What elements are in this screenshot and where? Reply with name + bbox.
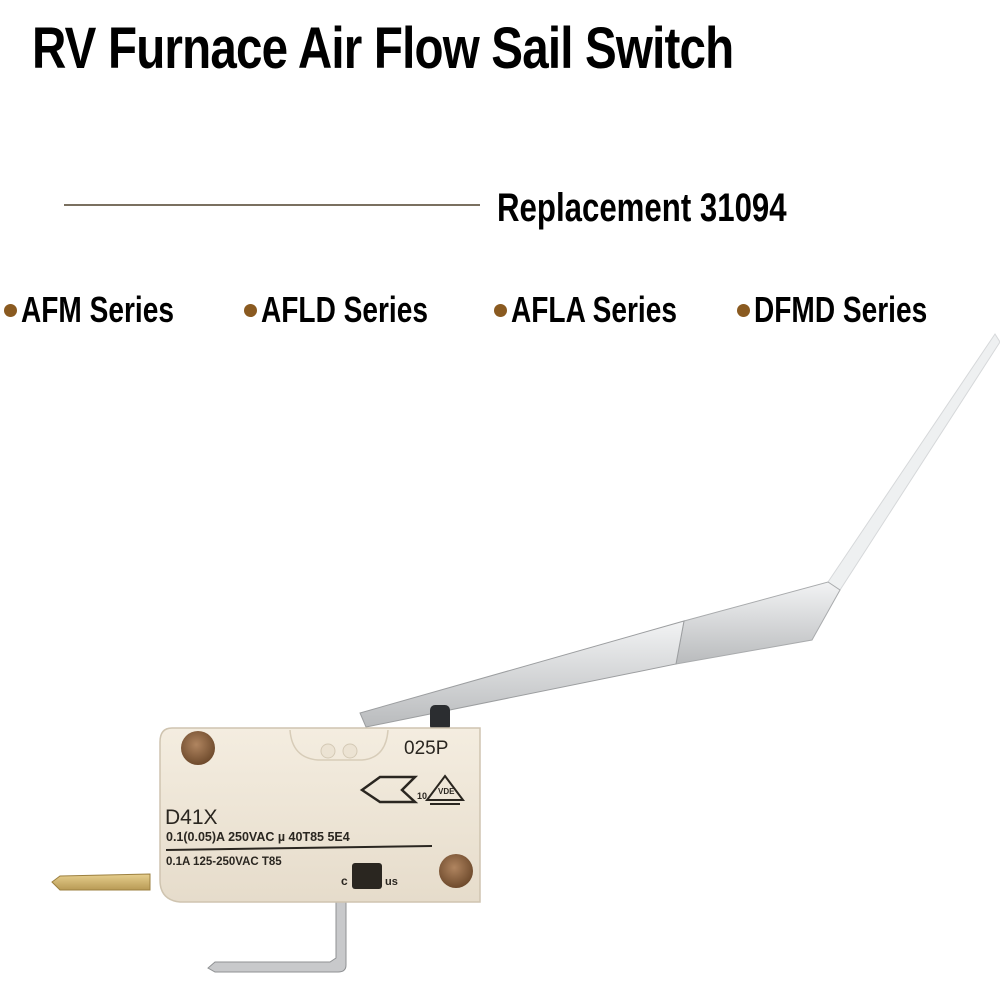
series-label: DFMD Series xyxy=(754,289,928,330)
bullet-icon xyxy=(737,303,750,317)
page-title: RV Furnace Air Flow Sail Switch xyxy=(32,16,734,81)
vde-mark xyxy=(425,774,465,805)
series-label: AFM Series xyxy=(21,289,174,330)
series-item-dfmd: DFMD Series xyxy=(737,290,976,330)
ul-c-label: c xyxy=(341,874,348,888)
ul-us-label: us xyxy=(385,876,398,888)
lever-blade xyxy=(359,333,1000,728)
enec-number: 10 xyxy=(417,791,428,801)
series-label: AFLA Series xyxy=(511,289,677,330)
bullet-icon xyxy=(244,303,257,317)
series-item-afld: AFLD Series xyxy=(244,290,475,330)
series-label: AFLD Series xyxy=(261,289,428,330)
vde-label: VDE xyxy=(438,787,455,796)
bullet-icon xyxy=(494,303,507,317)
series-item-afm: AFM Series xyxy=(4,290,217,330)
switch-code: 025P xyxy=(404,738,449,759)
rating-line-1: 0.1(0.05)A 250VAC µ 40T85 5E4 xyxy=(166,830,350,844)
replacement-subtitle: Replacement 31094 xyxy=(497,186,787,230)
series-item-afla: AFLA Series xyxy=(494,290,724,330)
enec-mark xyxy=(359,775,419,804)
switch-model: D41X xyxy=(165,806,218,829)
rating-line-2: 0.1A 125-250VAC T85 xyxy=(166,856,282,868)
bullet-icon xyxy=(4,303,17,317)
divider-line xyxy=(64,204,480,206)
